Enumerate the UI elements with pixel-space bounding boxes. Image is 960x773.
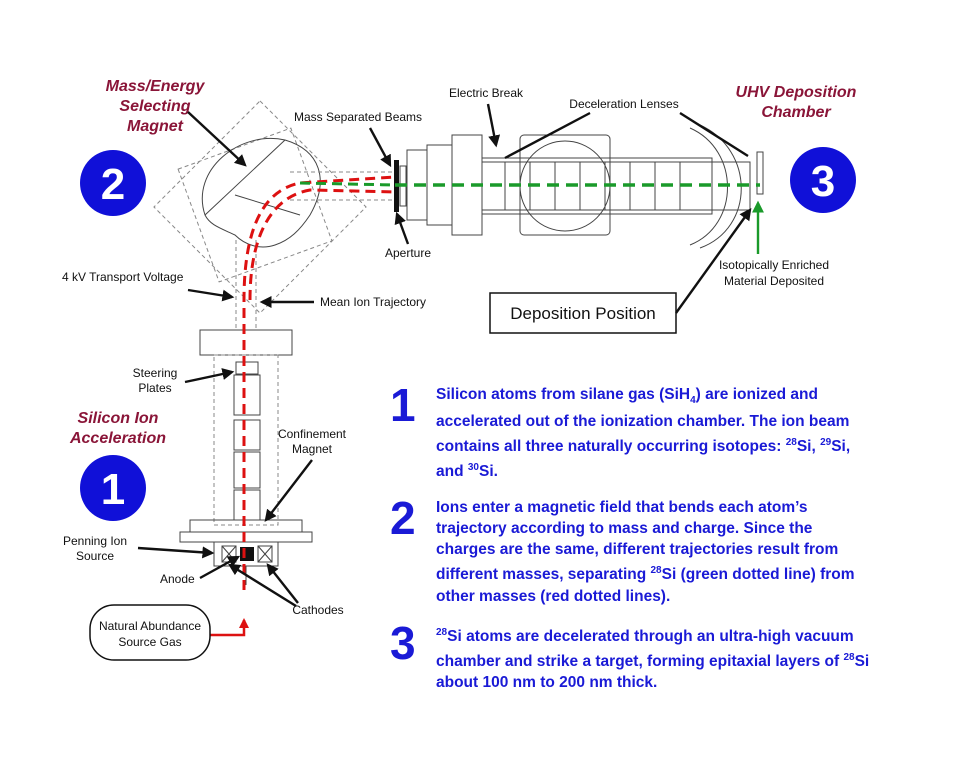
uhv-heading-2: Chamber	[761, 104, 831, 121]
aperture-arrow	[394, 211, 410, 245]
process-description: 1 Silicon atoms from silane gas (SiH4) a…	[390, 379, 870, 708]
silicon-heading-2: Acceleration	[69, 430, 166, 447]
step-1-isotope: 28	[785, 437, 797, 449]
step-1-part: Silicon atoms from silane gas (SiH	[436, 386, 691, 403]
step-3: 3 28Si atoms are decelerated through an …	[390, 616, 870, 693]
cathodes-arrow-right	[266, 563, 299, 604]
badge-2: 2	[80, 150, 146, 216]
deposition-position-label: Deposition Position	[510, 304, 656, 323]
steering-arrow	[184, 368, 235, 384]
step-2-text: Ions enter a magnetic field that bends e…	[436, 497, 870, 606]
step-2-number: 2	[390, 492, 416, 545]
deceleration-line-left	[504, 111, 591, 160]
deposition-position-box	[489, 292, 677, 334]
steering-label-1: Steering	[133, 366, 178, 380]
cathodes-arrow-left	[227, 563, 297, 608]
step-1-part: Si.	[479, 463, 498, 481]
step-1-part: Si,	[796, 438, 821, 456]
mean-ion-trajectory-label: Mean Ion Trajectory	[320, 295, 426, 309]
step-1-part: Si, and	[436, 438, 851, 481]
badge-1-number: 1	[101, 465, 125, 514]
silicon-heading-1: Silicon Ion	[78, 410, 159, 427]
badge-2-number: 2	[101, 160, 125, 209]
step-1-subscript: 4	[690, 395, 696, 407]
penning-label-2: Source	[76, 549, 114, 563]
cathodes-label: Cathodes	[292, 603, 343, 617]
anode-arrow	[199, 555, 241, 580]
deposition-arrow	[675, 208, 752, 314]
mass-separated-beams-label: Mass Separated Beams	[294, 110, 422, 124]
deceleration-lenses-label: Deceleration Lenses	[569, 97, 678, 111]
step-2-isotope: 28	[650, 565, 662, 577]
confinement-label-1: Confinement	[278, 427, 347, 441]
acceleration-column	[179, 240, 313, 585]
aperture-label: Aperture	[385, 246, 431, 260]
source-gas-label-2: Source Gas	[118, 635, 181, 649]
step-3-number: 3	[390, 616, 416, 669]
confinement-label-2: Magnet	[292, 442, 333, 456]
step-1-isotope: 29	[820, 437, 832, 449]
penning-arrow	[137, 546, 215, 559]
step-1-number: 1	[390, 379, 416, 431]
electric-break-arrow	[486, 103, 501, 148]
transport-voltage-label: 4 kV Transport Voltage	[62, 270, 184, 284]
step-2-part: Ions enter a magnetic field that bends e…	[436, 499, 839, 584]
mass-separated-arrow	[368, 127, 392, 168]
transport-voltage-arrow	[187, 288, 235, 302]
magnet-heading-3: Magnet	[127, 118, 184, 135]
badge-3-number: 3	[811, 157, 835, 206]
uhv-heading-1: UHV Deposition	[736, 84, 857, 101]
step-3-isotope: 28	[436, 626, 448, 638]
step-2-part: Si (green dotted line) from other masses…	[436, 566, 855, 605]
anode-label: Anode	[160, 572, 195, 586]
step-2: 2 Ions enter a magnetic field that bends…	[390, 492, 870, 606]
step-3-text: 28Si atoms are decelerated through an ul…	[436, 622, 870, 693]
confinement-arrow	[264, 459, 313, 522]
electric-break-label: Electric Break	[449, 86, 524, 100]
source-gas-label-1: Natural Abundance	[99, 619, 201, 633]
magnet-heading-1: Mass/Energy	[106, 78, 206, 95]
enriched-label-2: Material Deposited	[724, 274, 824, 288]
badge-3: 3	[790, 147, 856, 213]
step-1: 1 Silicon atoms from silane gas (SiH4) a…	[390, 379, 870, 482]
source-gas-box	[89, 604, 211, 661]
enriched-label-1: Isotopically Enriched	[719, 258, 829, 272]
step-3-part: Si about 100 nm to 200 nm thick.	[436, 652, 870, 691]
beam-trajectories	[210, 175, 760, 637]
deceleration-line-right	[679, 111, 749, 158]
step-1-isotope: 30	[467, 462, 479, 474]
steering-label-2: Plates	[138, 381, 171, 395]
beam-tube	[290, 171, 395, 201]
badge-1: 1	[80, 455, 146, 521]
magnet-heading-2: Selecting	[119, 98, 190, 115]
magnet-arrow	[187, 111, 247, 167]
step-3-isotope: 28	[843, 651, 855, 663]
step-1-part: ) are ionized and accelerated out of the…	[436, 386, 850, 456]
selecting-magnet	[153, 100, 367, 314]
step-3-part: Si atoms are decelerated through an ultr…	[436, 627, 854, 670]
penning-label-1: Penning Ion	[63, 534, 127, 548]
step-1-text: Silicon atoms from silane gas (SiH4) are…	[436, 384, 870, 482]
